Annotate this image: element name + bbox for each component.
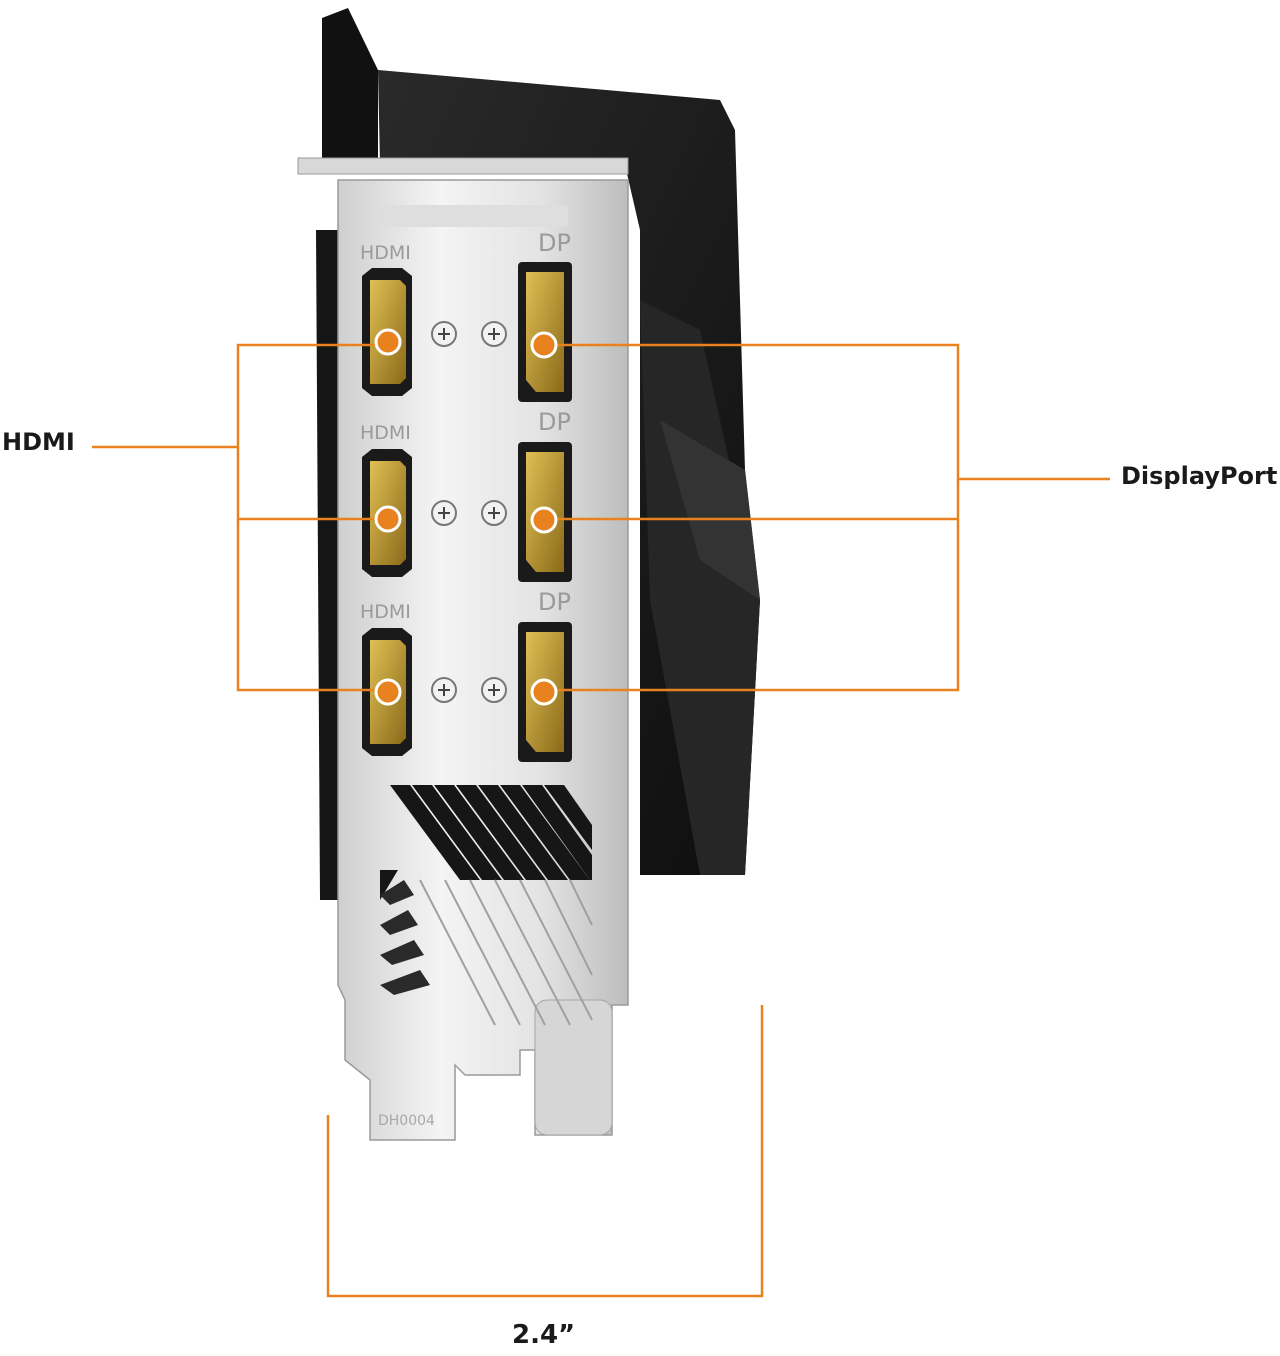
width-dimension-label: 2.4” [512,1320,576,1350]
hdmi-port-label: HDMI [360,242,411,264]
dp-port-label: DP [538,229,571,257]
dp-port-label: DP [538,588,571,616]
width-dimension-bracket [326,1005,764,1298]
hdmi-port-label: HDMI [360,601,411,623]
bracket-vents [380,785,593,1026]
screw-cross-marks [438,328,500,696]
dp-callout-lines [544,343,1110,692]
dp-port-label: DP [538,408,571,436]
hdmi-port-label: HDMI [360,422,411,444]
cooler-shroud [378,70,760,875]
displayport-callout-label: DisplayPort [1121,462,1278,490]
port-marker-dots [374,328,558,706]
bracket-port-labels: HDMI HDMI HDMI DP DP DP DH0004 [360,229,571,1129]
part-code: DH0004 [378,1113,435,1129]
hdmi-callout-label: HDMI [2,428,75,456]
hdmi-callout-lines [92,343,388,692]
